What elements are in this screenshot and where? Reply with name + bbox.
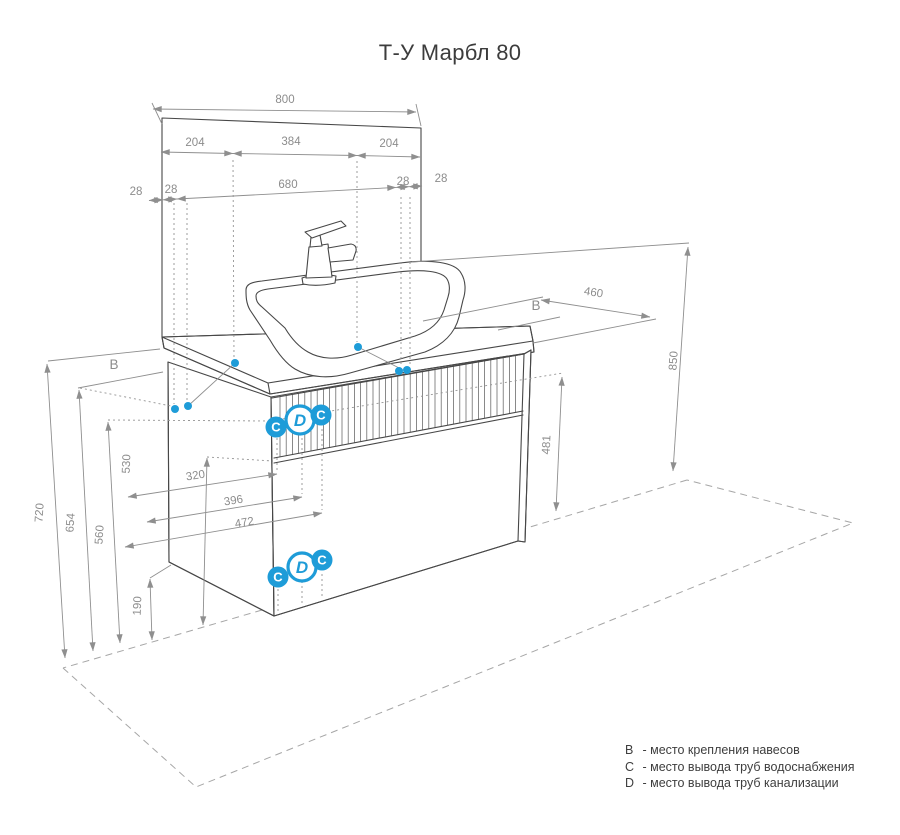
dim-offset-472: 472 [124,511,323,549]
mount-dot [231,359,239,367]
dim-label-28-b: 28 [165,184,178,196]
marker-b-right: B [497,298,561,331]
dim-label-654: 654 [64,512,77,533]
projection-lines [173,159,411,611]
dim-label-680: 680 [278,179,297,191]
dim-label-204-left: 204 [185,137,205,149]
dim-row-28-680-28: 28 28 680 28 28 [130,173,448,204]
dim-label-560: 560 [93,525,106,545]
dim-label-720: 720 [33,503,46,523]
marker-b-left-label: B [109,357,118,372]
dim-depth-460: 460 [422,286,657,344]
mount-dot [354,343,362,351]
dim-label-28-a: 28 [130,186,143,198]
dim-width-800: 800 [151,94,422,127]
pipe-markers-lower: C D C [267,549,333,588]
legend-text-d: - место вывода труб канализации [642,776,839,790]
legend-key-d: D [625,776,635,790]
dim-height-720: 720 [33,348,161,659]
dim-height-560: 560 [93,421,123,644]
page-title: Т-У Марбл 80 [378,40,522,65]
marker-c-circle [310,404,332,426]
mount-dot [395,367,403,375]
faucet [301,220,357,286]
legend-text-b: - место крепления навесов [642,743,800,757]
legend-item-d: D - место вывода труб канализации [625,775,855,792]
marker-c-circle [265,416,287,438]
marker-c-circle [311,549,333,571]
vanity-cabinet [167,349,532,617]
legend-key-b: B [625,743,634,757]
dim-label-28-d: 28 [435,173,448,185]
dim-label-460: 460 [583,286,604,301]
dim-label-530: 530 [121,454,134,474]
pipe-markers-upper: C D C [265,404,332,438]
dim-height-481: 481 [107,372,565,512]
dim-label-320: 320 [185,469,206,484]
marker-c-label: C [273,570,283,585]
dim-height-190: 190 [132,564,172,641]
marker-c-label: C [316,408,326,423]
dim-height-654: 654 [64,387,177,652]
mount-dot [171,405,179,413]
legend-text-c: - место вывода труб водоснабжения [642,759,855,774]
dim-label-204-right: 204 [379,138,399,150]
legend-item-c: C - место вывода труб водоснабжения [625,759,855,776]
dim-label-472: 472 [234,516,255,531]
marker-b-left: B [77,357,164,389]
floor-outline [62,479,855,788]
mounting-points [171,343,411,413]
marker-d-label: D [294,411,306,430]
dim-label-384: 384 [281,136,301,148]
dim-height-850: 850 [411,242,691,472]
legend: B - место крепления навесов C - место вы… [625,742,855,792]
dim-label-800: 800 [275,94,294,106]
dim-label-28-c: 28 [397,176,410,188]
marker-c-circle [267,566,289,588]
dim-label-396: 396 [223,494,244,509]
dim-label-481: 481 [541,435,554,455]
marker-c-label: C [271,420,281,435]
legend-item-b: B - место крепления навесов [625,742,855,759]
marker-b-right-label: B [531,298,540,313]
marker-d-label: D [296,558,308,577]
dim-row-204-384-204: 204 384 204 [160,136,421,160]
wall-panel [161,117,422,338]
marker-c-label: C [317,553,327,568]
mount-dot [184,402,192,410]
mount-dot [403,366,411,374]
legend-key-c: C [625,759,635,774]
dim-label-190: 190 [132,596,145,616]
dim-offset-320: 320 [127,469,278,499]
dim-label-850: 850 [667,351,680,371]
